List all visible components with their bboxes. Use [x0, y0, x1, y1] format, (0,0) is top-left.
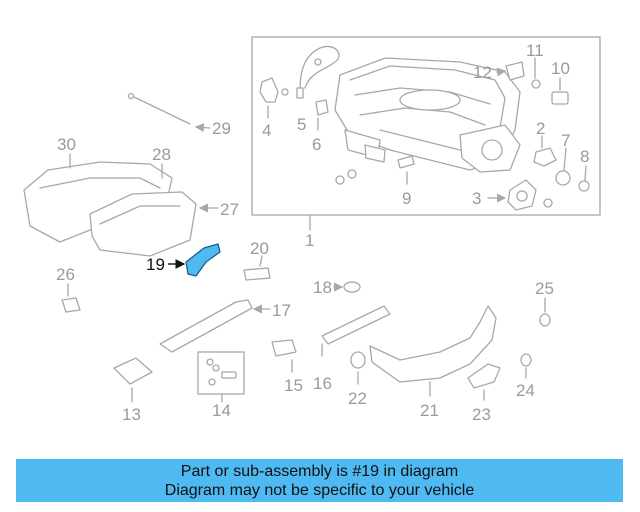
callout-15: 15	[284, 376, 303, 395]
seat-frame	[334, 57, 521, 173]
callout-29: 29	[212, 119, 231, 138]
part-8-cap	[578, 180, 590, 192]
part-16-rail	[321, 305, 391, 345]
part-19-highlighted	[185, 243, 221, 277]
banner-line-1: Part or sub-assembly is #19 in diagram	[180, 463, 459, 480]
part-14-box	[197, 351, 245, 395]
callout-30: 30	[57, 135, 76, 154]
parts-diagram: 1 2 3 4 5 6 7 8 9 10 11 12 13 14 15 16 1…	[23, 36, 601, 424]
callout-16: 16	[313, 374, 332, 393]
callout-6: 6	[312, 135, 321, 154]
callout-9: 9	[402, 189, 411, 208]
part-7-knob	[555, 170, 571, 186]
callout-28: 28	[152, 145, 171, 164]
callout-19: 19	[146, 255, 165, 274]
callout-23: 23	[472, 405, 491, 424]
callout-8: 8	[580, 147, 589, 166]
part-13-bracket	[113, 357, 153, 385]
part-6-clip	[315, 99, 329, 116]
callout-10: 10	[551, 59, 570, 78]
callout-17: 17	[272, 301, 291, 320]
callout-12: 12	[473, 63, 492, 82]
callout-7: 7	[561, 131, 570, 150]
part-11-nut	[531, 79, 541, 89]
callout-20: 20	[250, 239, 269, 258]
part-15-bracket	[271, 339, 297, 357]
callout-4: 4	[262, 121, 271, 140]
part-4-bracket	[259, 77, 279, 103]
part-28-cushion-cover	[89, 191, 197, 257]
part-10-bolt	[551, 91, 569, 105]
callout-21: 21	[420, 401, 439, 420]
part-20-clip	[243, 267, 271, 281]
callout-3: 3	[472, 189, 481, 208]
banner-line-2: Diagram may not be specific to your vehi…	[164, 482, 475, 499]
part-24-cap	[520, 353, 532, 367]
callout-13: 13	[122, 405, 141, 424]
info-banner: Part or sub-assembly is #19 in diagram D…	[16, 459, 623, 502]
callout-14: 14	[212, 401, 231, 420]
release-cable	[299, 45, 340, 91]
part-29-rod	[131, 95, 191, 125]
callout-5: 5	[297, 115, 306, 134]
part-23-lever	[467, 363, 501, 389]
callout-26: 26	[56, 265, 75, 284]
callout-2: 2	[536, 119, 545, 138]
callout-18: 18	[313, 278, 332, 297]
seat-frame-box	[251, 36, 601, 216]
part-18-cap	[343, 281, 361, 293]
callout-25: 25	[535, 279, 554, 298]
part-25-cap	[539, 313, 551, 327]
callout-22: 22	[348, 389, 367, 408]
callout-1: 1	[305, 231, 314, 250]
callout-11: 11	[526, 41, 544, 60]
part-2-lever	[533, 147, 557, 167]
part-17-side-cover	[159, 299, 253, 353]
callout-27: 27	[220, 200, 239, 219]
callout-24: 24	[516, 381, 535, 400]
part-26-clip	[61, 297, 81, 313]
part-9-clip	[397, 155, 415, 169]
part-12-bracket	[505, 61, 525, 81]
part-22-bushing	[350, 351, 366, 369]
part-21-track	[369, 305, 497, 383]
